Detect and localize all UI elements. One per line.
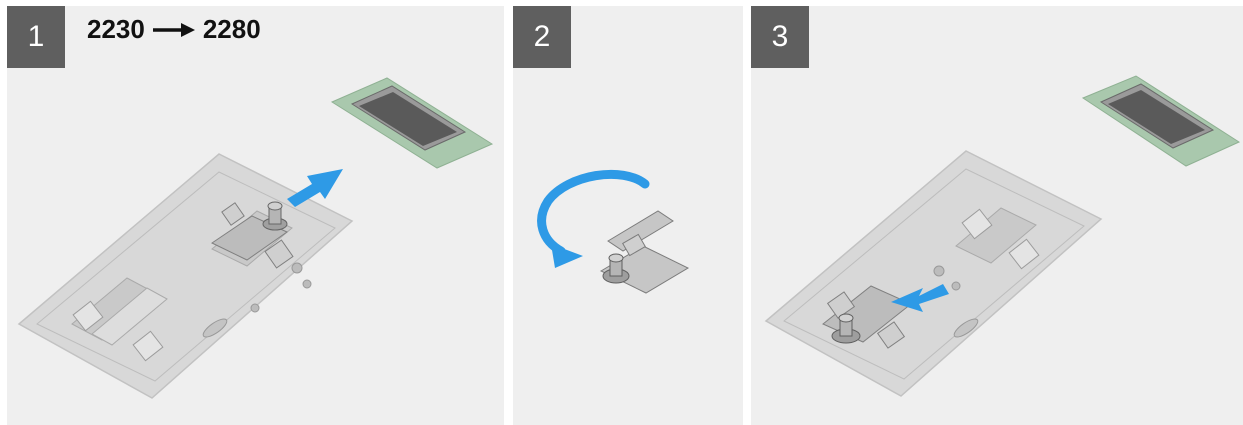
m2-connector — [1083, 76, 1239, 166]
step-1-heading: 2230 2280 — [87, 14, 261, 45]
step-1-panel: 1 2230 2280 — [7, 6, 504, 425]
step-2-illustration — [513, 6, 743, 425]
step-3-panel: 3 — [751, 6, 1243, 425]
step-number-badge: 2 — [513, 6, 571, 68]
step-1-illustration — [7, 6, 504, 425]
step-number-badge: 1 — [7, 6, 65, 68]
blue-arrow-icon — [287, 169, 343, 207]
to-size-label: 2280 — [203, 14, 261, 45]
mounting-plate — [766, 151, 1101, 396]
standoff-bracket — [601, 211, 688, 293]
right-arrow-icon — [153, 23, 195, 37]
from-size-label: 2230 — [87, 14, 145, 45]
m2-connector — [332, 78, 492, 168]
step-3-illustration — [751, 6, 1243, 425]
step-2-panel: 2 — [513, 6, 743, 425]
step-number-badge: 3 — [751, 6, 809, 68]
